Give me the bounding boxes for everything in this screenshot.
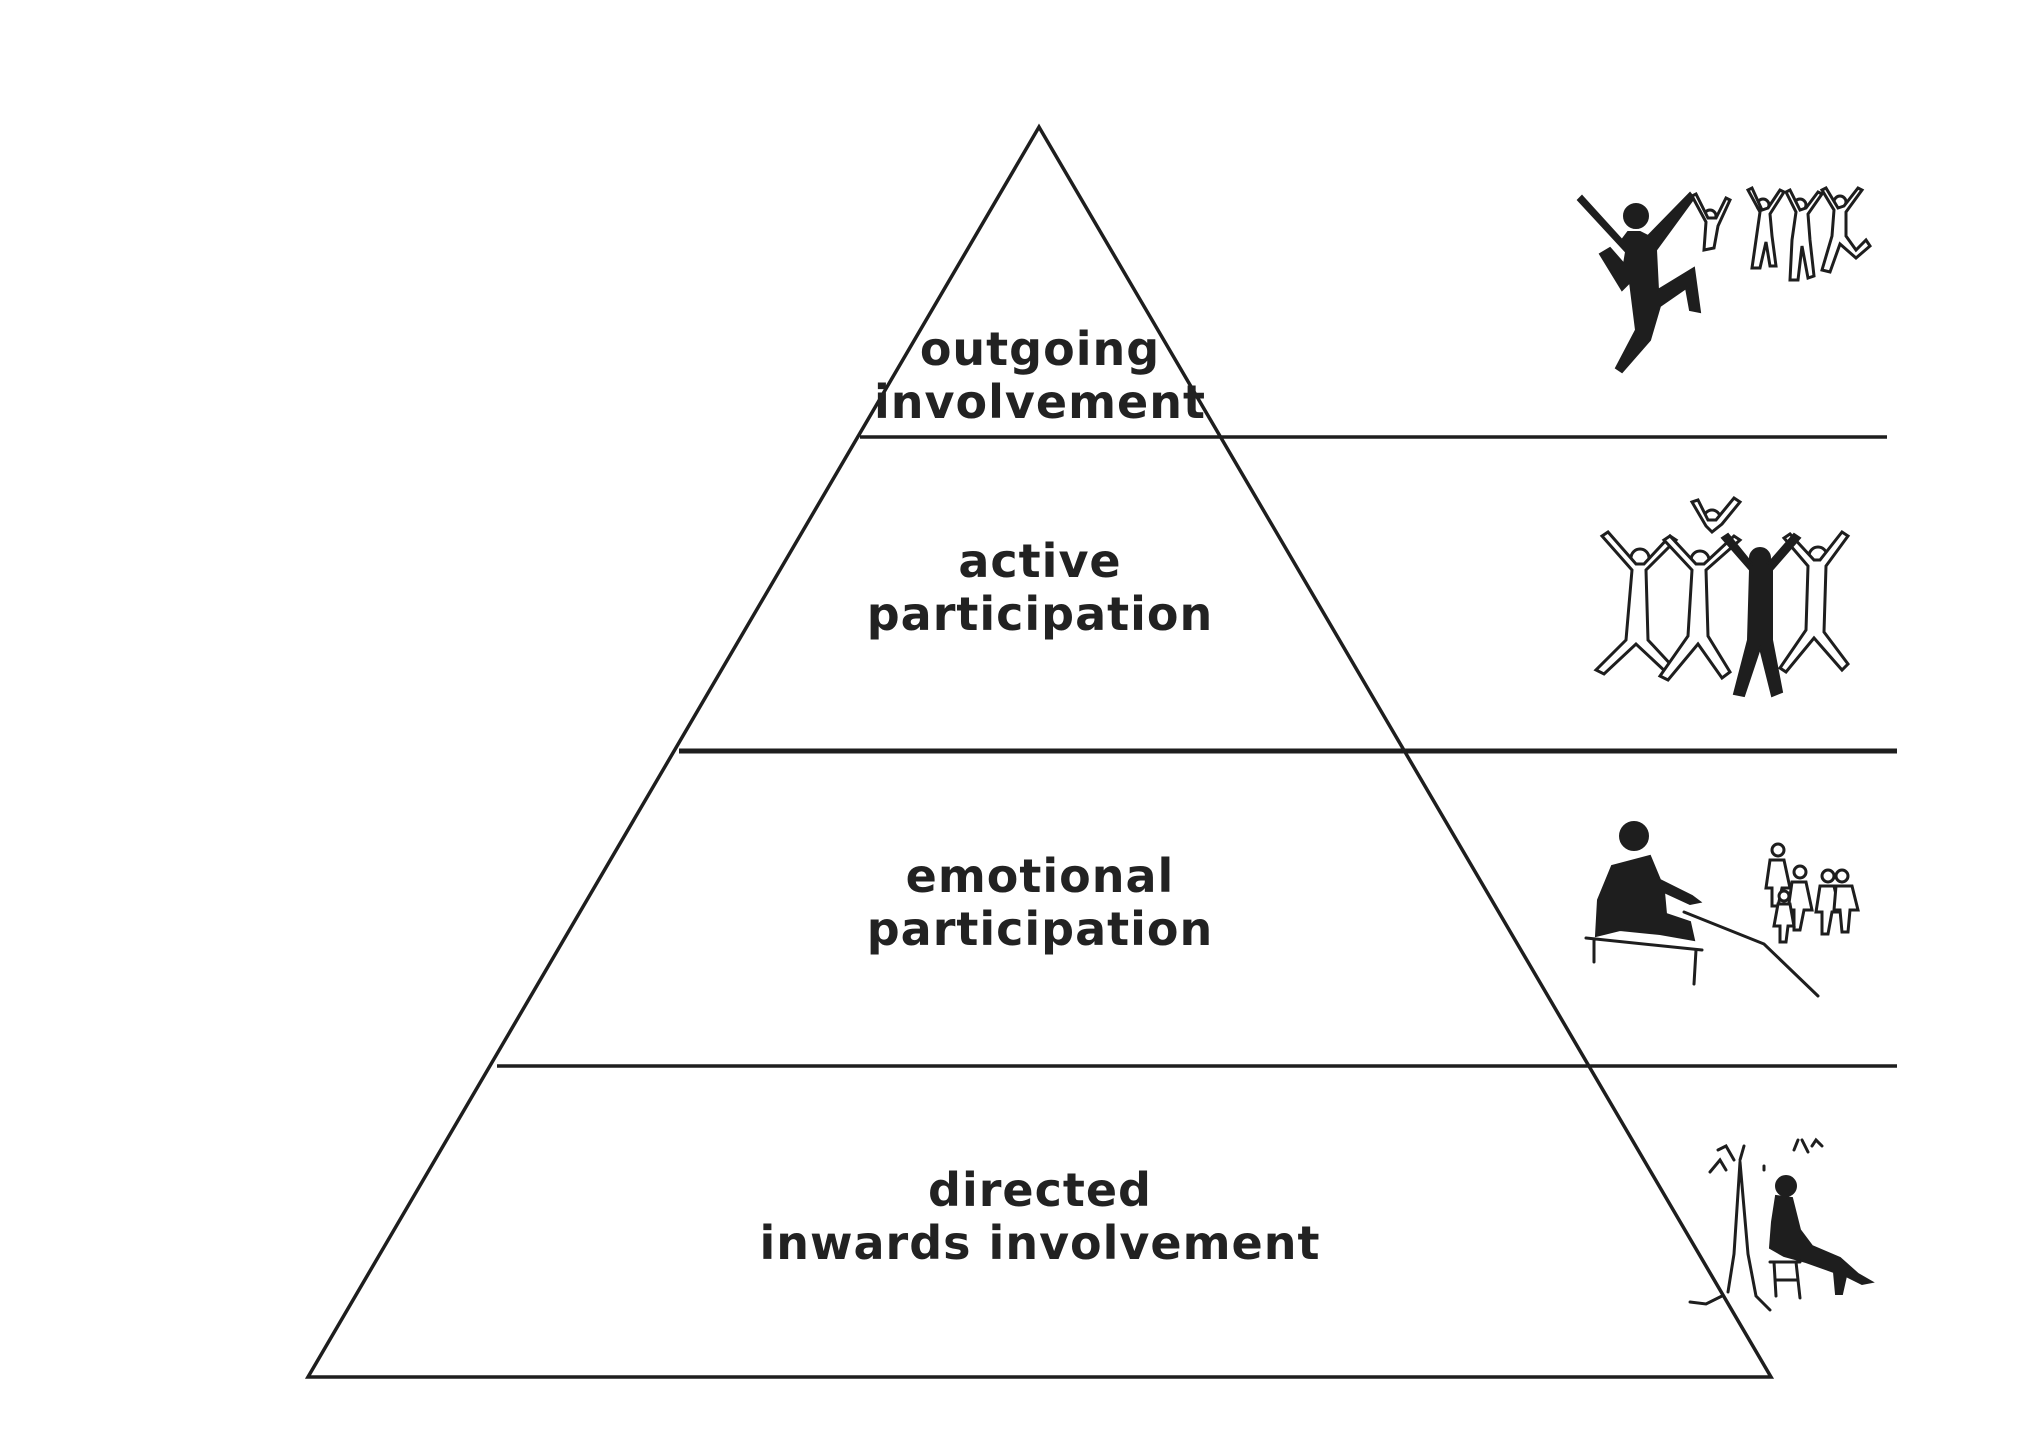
level-1-line-1: outgoing [920,322,1160,376]
seated-spectator-icon [1584,821,1860,998]
level-2-line-2: participation [867,587,1214,641]
person-resting-under-tree-icon [1688,1137,1875,1312]
level-1-line-2: involvement [874,375,1206,429]
level-emotional-participation: emotional participation [867,849,1214,956]
level-2-line-1: active [958,534,1121,588]
level-active-participation: active participation [867,534,1214,641]
level-3-line-2: participation [867,902,1214,956]
level-4-line-1: directed [928,1163,1152,1217]
cheering-group-icon [1593,495,1851,698]
level-3-line-1: emotional [906,849,1175,903]
level-outgoing-involvement: outgoing involvement [874,322,1206,429]
level-4-line-2: inwards involvement [760,1216,1321,1270]
level-directed-inwards-involvement: directed inwards involvement [760,1163,1321,1270]
jumping-people-icon [1576,185,1872,374]
